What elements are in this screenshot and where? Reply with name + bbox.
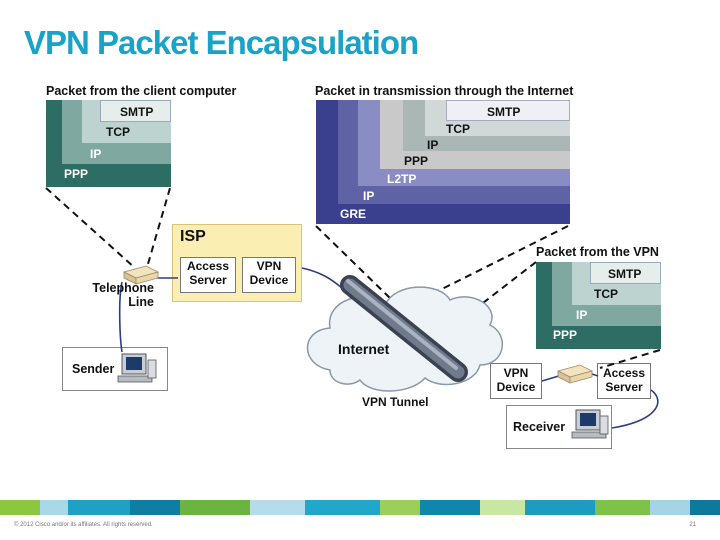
transit-ppp-label: PPP <box>404 154 429 168</box>
sender-cable <box>118 281 123 353</box>
page-title: VPN Packet Encapsulation <box>24 24 419 61</box>
sender-label: Sender <box>72 362 115 376</box>
receiver-computer-icon <box>571 409 609 439</box>
transit-gre-label: GRE <box>340 207 367 221</box>
transit-layer-smtp <box>446 100 570 121</box>
transit-packet-header: Packet in transmission through the Inter… <box>315 84 574 98</box>
access-server-right-label: Access Server <box>602 366 646 394</box>
vpn-smtp-label: SMTP <box>608 267 642 281</box>
sender-computer-icon <box>117 353 157 383</box>
isp-vpn-device <box>242 257 296 293</box>
vpn-tunnel-pipe-icon <box>340 275 468 382</box>
isp-label: ISP <box>180 228 206 245</box>
client-tcp-label: TCP <box>106 125 130 139</box>
vpn-ip-label: IP <box>576 308 588 322</box>
transit-zoom-line-left <box>315 225 393 301</box>
telephone-modem-right-icon <box>556 364 594 384</box>
client-smtp-label: SMTP <box>120 105 154 119</box>
transit-l2tp-label: L2TP <box>387 172 417 186</box>
vpn-zoom-line-right <box>599 349 661 369</box>
vpn-zoom-line-left <box>447 261 537 331</box>
transit-ip-label: IP <box>427 138 439 152</box>
vpn-packet-header: Packet from the VPN <box>536 245 659 259</box>
telephone-modem-left-icon <box>122 265 160 285</box>
client-ip-label: IP <box>90 147 102 161</box>
vpn-tcp-label: TCP <box>594 287 618 301</box>
client-packet-header: Packet from the client computer <box>46 84 237 98</box>
isp-vpn-device-label: VPN Device <box>249 259 289 287</box>
isp-access-server-label: Access Server <box>186 259 230 287</box>
transit-tcp-label: TCP <box>446 122 470 136</box>
vpn-device-right <box>490 363 542 399</box>
vpn-device-right-label: VPN Device <box>496 366 536 394</box>
transit-smtp-label: SMTP <box>487 105 521 119</box>
isp-access-server <box>180 257 236 293</box>
vpn-layer-smtp <box>590 262 661 284</box>
vpn-ppp-label: PPP <box>553 328 578 342</box>
client-layer-smtp <box>100 100 171 122</box>
access-receiver-cable <box>611 389 659 429</box>
transit-zoom-line-right <box>419 225 569 301</box>
footer-color-bar <box>0 500 720 515</box>
access-server-right <box>597 363 651 399</box>
internet-label: Internet <box>338 341 390 357</box>
vpn-tunnel-label: VPN Tunnel <box>362 395 429 409</box>
copyright-text: © 2012 Cisco and/or its affiliates. All … <box>14 522 153 528</box>
client-ppp-label: PPP <box>64 167 89 181</box>
isp-internet-cable <box>301 267 343 289</box>
page-number: 21 <box>689 522 696 528</box>
transit-ip-outer-label: IP <box>363 189 375 203</box>
receiver-label: Receiver <box>513 420 566 434</box>
telephone-line-label: Telephone Line <box>92 281 154 309</box>
client-zoom-line-right <box>147 187 171 265</box>
client-zoom-line-left <box>45 187 136 269</box>
